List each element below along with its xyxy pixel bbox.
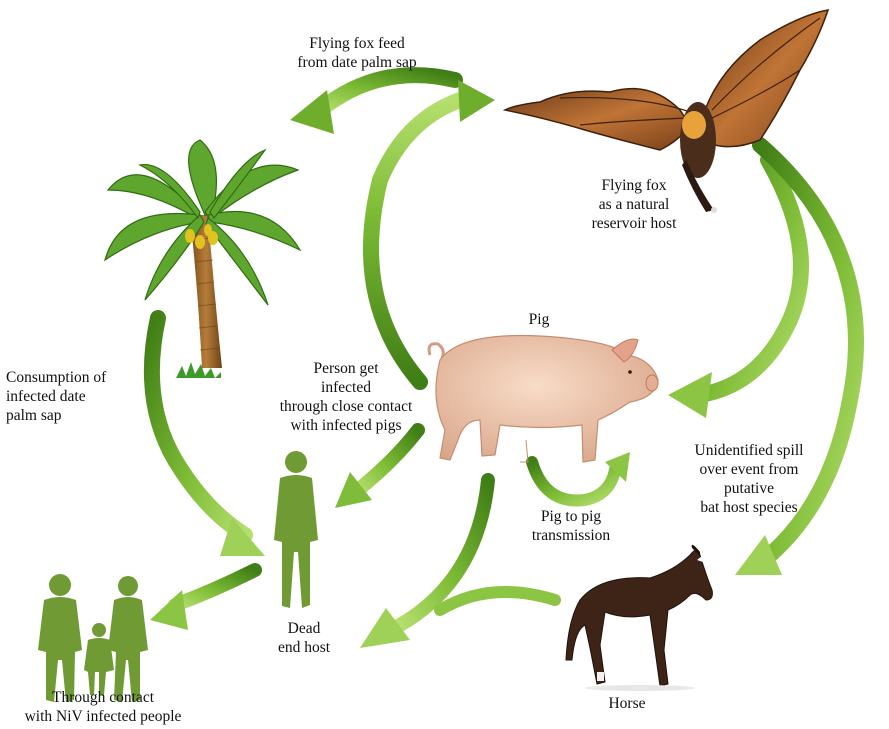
arrow-fox-to-pig: [668, 160, 801, 418]
arrow-horse-to-dead-end: [440, 592, 555, 610]
label-palm-to-person: Consumption of infected date palm sap: [6, 368, 106, 425]
people-family-silhouette: [38, 574, 148, 702]
label-horse: Horse: [608, 694, 645, 713]
label-fox-feeds-palm: Flying fox feed from date palm sap: [297, 34, 416, 72]
label-pig-to-pig: Pig to pig transmission: [532, 507, 610, 545]
date-palm-tree: [105, 140, 300, 378]
label-pig-to-person: Person get infected through close contac…: [280, 359, 413, 435]
arrow-pig-to-person: [335, 430, 418, 508]
arrow-pig-to-fox: [371, 80, 495, 382]
arrow-pig-to-dead-end: [360, 480, 488, 648]
label-pig: Pig: [529, 310, 550, 329]
label-spill-over: Unidentified spill over event from putat…: [695, 441, 804, 517]
arrow-fox-to-palm: [290, 75, 455, 134]
label-person-to-people: Through contact with NiV infected people: [25, 688, 182, 726]
horse-image: [566, 545, 712, 691]
label-flying-fox: Flying fox as a natural reservoir host: [592, 176, 677, 233]
arrow-person-to-people: [150, 570, 255, 630]
label-dead-end-host: Dead end host: [278, 619, 330, 657]
arrow-pig-to-pig: [532, 452, 630, 501]
person-silhouette: [274, 451, 318, 608]
pig-image: [429, 336, 658, 463]
